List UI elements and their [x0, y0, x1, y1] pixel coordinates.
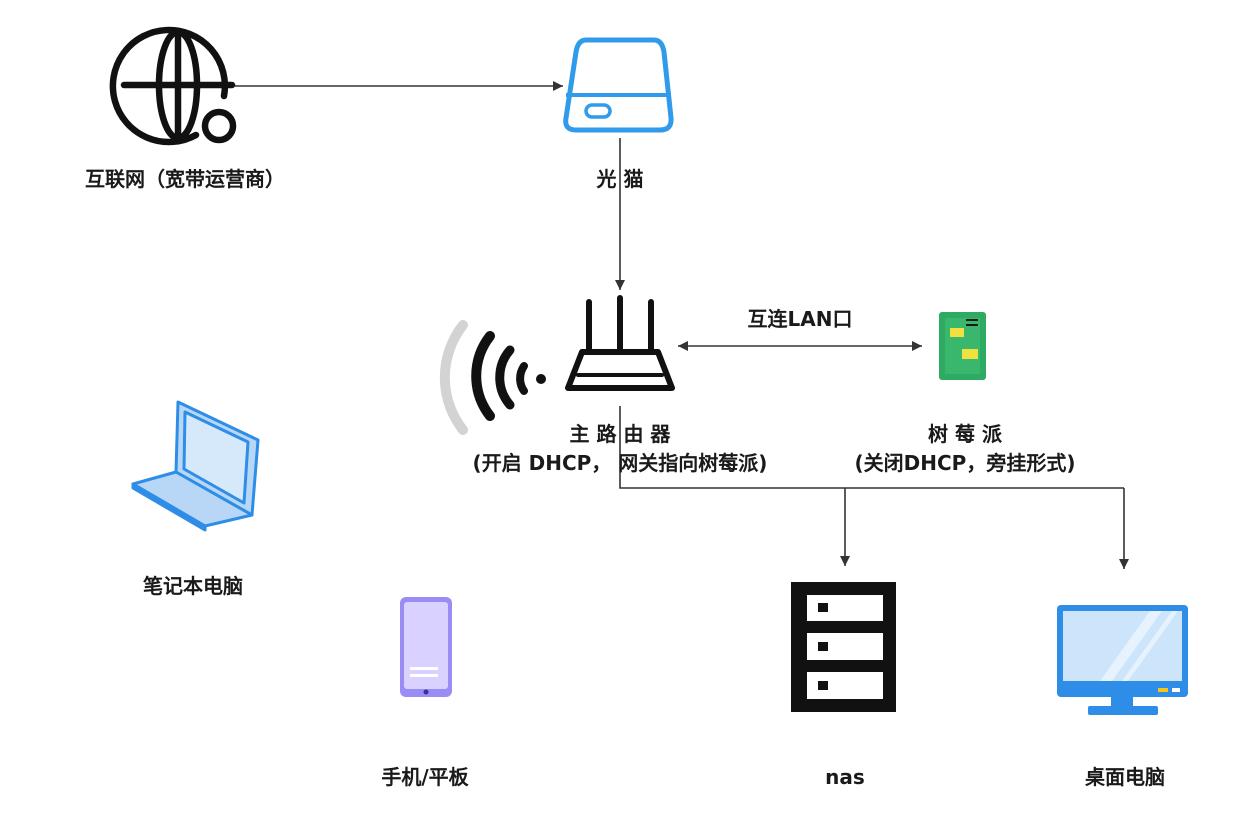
router-icon: [565, 295, 675, 391]
connectors: [235, 81, 1129, 569]
nas-label: nas: [825, 765, 865, 789]
modem-label: 光 猫: [596, 167, 644, 191]
globe-icon: [109, 26, 237, 146]
raspberry-pi-icon: [939, 312, 986, 380]
internet-label: 互联网（宽带运营商）: [85, 167, 285, 191]
pi-name-label: 树 莓 派: [928, 422, 1002, 446]
laptop-label: 笔记本电脑: [143, 574, 243, 598]
wifi-icon: [439, 320, 546, 435]
desktop-monitor-icon: [1057, 605, 1188, 715]
phone-icon: [400, 597, 452, 697]
desktop-label: 桌面电脑: [1085, 765, 1165, 789]
lan-link-label: 互连LAN口: [747, 307, 853, 331]
router-note-label: (开启 DHCP， 网关指向树莓派): [472, 451, 768, 475]
pi-note-label: (关闭DHCP，旁挂形式): [854, 451, 1076, 475]
router-name-label: 主 路 由 器: [569, 422, 671, 446]
phone-label: 手机/平板: [381, 765, 469, 789]
nas-server-icon: [791, 582, 896, 712]
modem-icon: [563, 37, 674, 133]
laptop-icon: [131, 400, 260, 532]
router-to-lan-bus: [619, 406, 1124, 489]
